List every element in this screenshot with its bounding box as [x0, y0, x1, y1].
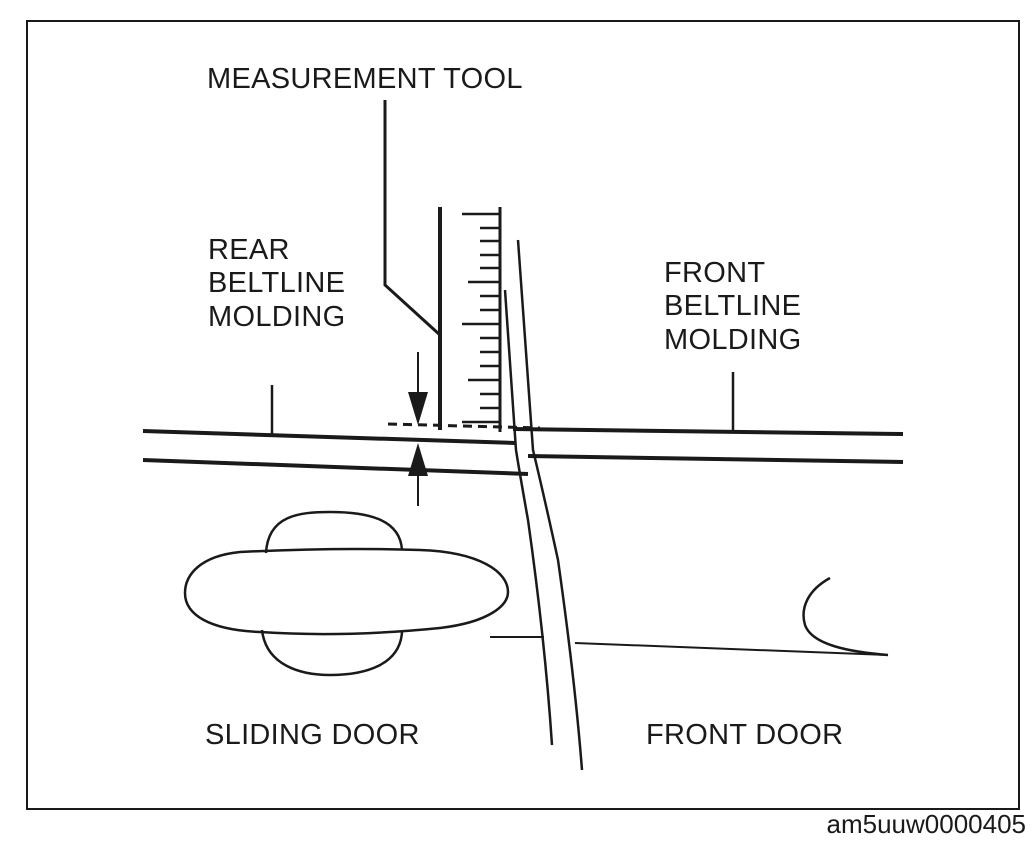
figure-id: am5uuw0000405	[826, 809, 1027, 839]
front-door-label: FRONT DOOR	[646, 719, 844, 751]
front-beltline-molding-label: FRONT BELTLINE MOLDING	[664, 257, 801, 357]
measurement-tool-label: MEASUREMENT TOOL	[207, 63, 523, 95]
diagram-frame	[26, 20, 1020, 810]
rear-label-line-1: REAR	[208, 234, 290, 266]
arrow-down-icon	[408, 392, 428, 425]
gap-measurement-arrows	[408, 352, 428, 506]
front-beltline-molding	[512, 372, 904, 464]
tool-leader-line	[383, 100, 442, 337]
rear-label-line-3: MOLDING	[208, 300, 346, 333]
front-label-line-3: MOLDING	[664, 323, 802, 356]
measurement-tool	[383, 100, 502, 432]
ruler-ticks	[462, 212, 500, 424]
sliding-door-label: SLIDING DOOR	[205, 719, 420, 751]
arrow-up-icon	[408, 443, 428, 476]
reference-dashed-line	[387, 422, 541, 430]
door-gap	[503, 239, 584, 771]
front-door-details	[490, 576, 889, 657]
front-label-line-2: BELTLINE	[664, 290, 802, 323]
front-label-line-1: FRONT	[664, 257, 766, 289]
front-door-handle-recess	[802, 576, 889, 657]
rear-beltline-molding-label: REAR BELTLINE MOLDING	[208, 234, 345, 334]
sliding-door-handle	[183, 510, 510, 677]
rear-beltline-molding	[142, 385, 529, 476]
rear-label-line-2: BELTLINE	[208, 267, 346, 300]
